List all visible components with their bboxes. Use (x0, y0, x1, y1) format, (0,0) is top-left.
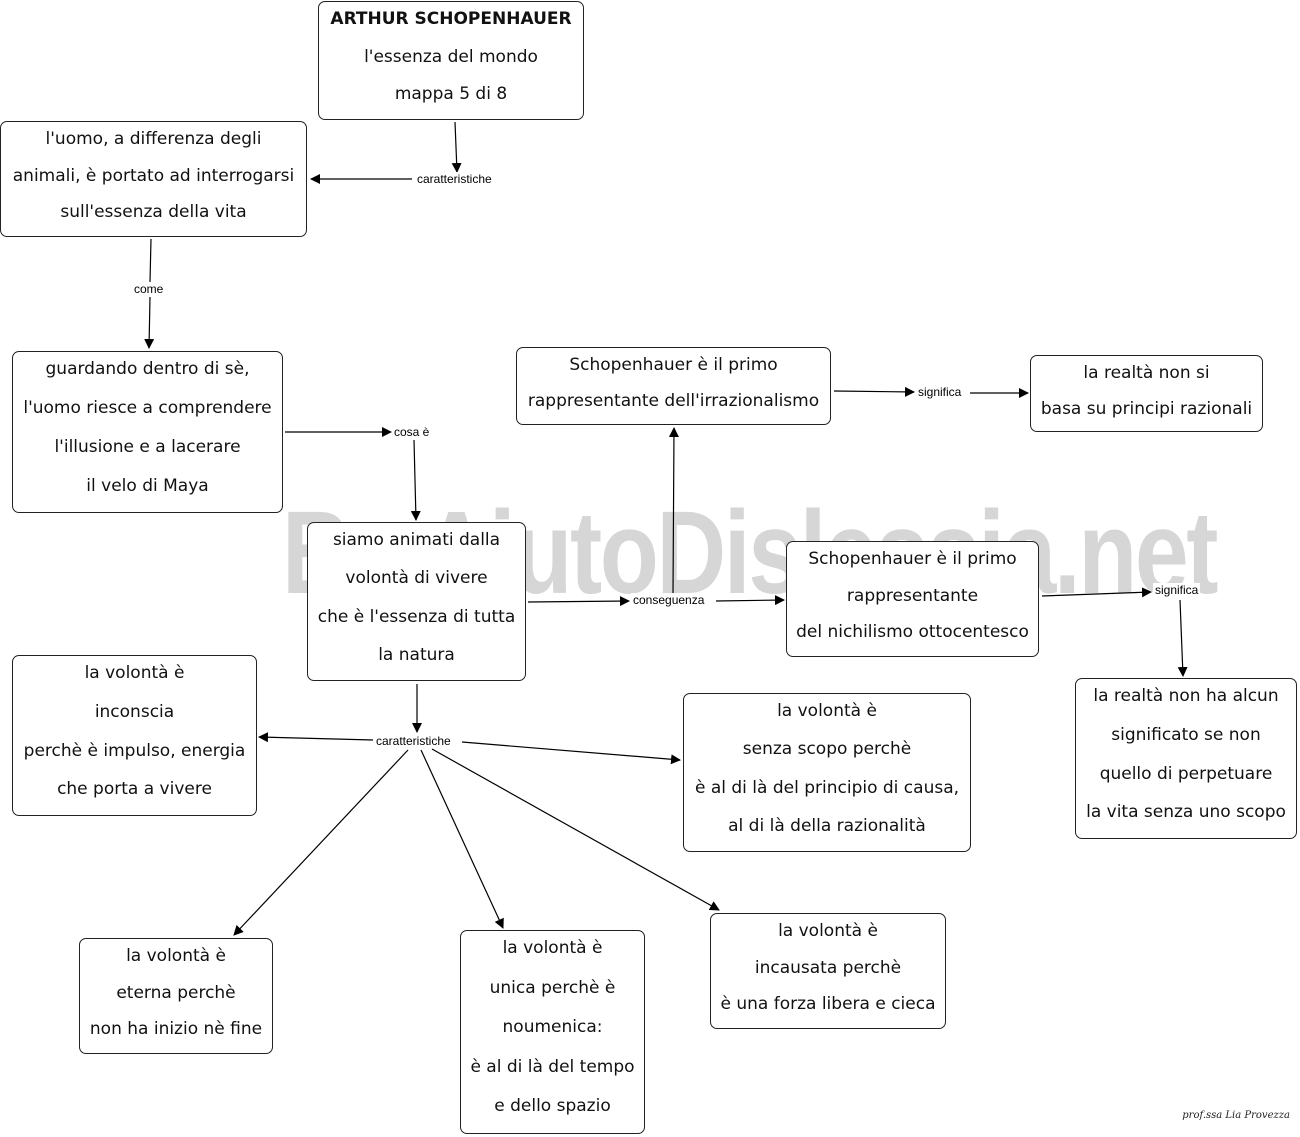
edge-significa-to-realta-significato (1177, 599, 1188, 677)
senza-scopo-node: la volontà è senza scopo perchè è al di … (683, 693, 971, 852)
siamo-line: che è l'essenza di tutta (317, 606, 516, 627)
realta-razionali-line: basa su principi razionali (1040, 398, 1253, 419)
link-label-conseguenza: conseguenza (631, 593, 707, 607)
eterna-line: la volontà è (126, 946, 226, 966)
edge-nichilismo-to-significa (1041, 587, 1152, 598)
title-line: mappa 5 di 8 (394, 84, 508, 105)
guardando-line: l'uomo riesce a comprendere (23, 398, 272, 418)
edge-title-to-caratteristiche (451, 121, 462, 173)
link-label-come: come (132, 282, 166, 296)
edge-caratteristiche-to-eterna (233, 749, 409, 936)
realta-significato-node: la realtà non ha alcun significato se no… (1075, 678, 1297, 839)
edge-irrazionalismo-to-significa (833, 386, 915, 397)
edge-caratteristiche-to-senza-scopo (461, 741, 681, 765)
senza-scopo-line: è al di là del principio di causa, (694, 777, 960, 798)
senza-scopo-line: senza scopo perchè (742, 739, 912, 760)
edge-come-to-guardando (144, 296, 155, 349)
siamo-line: volontà di vivere (345, 568, 488, 589)
edge-caratteristiche-to-incausata (431, 748, 720, 911)
inconscia-line: che porta a vivere (57, 779, 212, 800)
nichilismo-node: Schopenhauer è il primo rappresentante d… (786, 541, 1039, 657)
realta-significato-line: la vita senza uno scopo (1086, 802, 1286, 823)
senza-scopo-line: la volontà è (777, 701, 877, 721)
unica-line: unica perchè è (489, 977, 616, 998)
realta-razionali-line: la realtà non si (1083, 363, 1210, 383)
uomo-line: sull'essenza della vita (60, 202, 247, 223)
incausata-node: la volontà è incausata perchè è una forz… (710, 913, 946, 1029)
incausata-line: è una forza libera e cieca (720, 994, 936, 1015)
edge-conseguenza-to-irrazionalismo (668, 427, 679, 595)
edge-caratteristiche-to-unica (420, 749, 504, 929)
nichilismo-line: rappresentante (846, 585, 979, 606)
eterna-line: eterna perchè (116, 982, 236, 1003)
senza-scopo-line: al di là della razionalità (728, 815, 926, 836)
nichilismo-line: Schopenhauer è il primo (808, 549, 1017, 569)
author-credit: prof.ssa Lia Provezza (1182, 1110, 1290, 1121)
incausata-line: incausata perchè (754, 957, 902, 978)
edge-conseguenza-to-nichilismo (715, 595, 785, 606)
edge-caratteristiche-to-inconscia (258, 732, 374, 743)
siamo-line: siamo animati dalla (332, 530, 501, 550)
title-line: l'essenza del mondo (364, 46, 538, 67)
irrazionalismo-line: Schopenhauer è il primo (569, 355, 778, 375)
eterna-line: non ha inizio nè fine (89, 1019, 263, 1040)
edge-uomo-to-come (149, 238, 152, 283)
link-label-significa: significa (1153, 583, 1201, 597)
siamo-node: siamo animati dalla volontà di vivere ch… (307, 522, 526, 681)
guardando-line: guardando dentro di sè, (45, 359, 250, 379)
inconscia-node: la volontà è inconscia perchè è impulso,… (12, 655, 257, 816)
realta-significato-line: la realtà non ha alcun (1093, 686, 1279, 706)
irrazionalismo-node: Schopenhauer è il primo rappresentante d… (516, 347, 831, 425)
inconscia-line: inconscia (94, 701, 175, 722)
guardando-line: il velo di Maya (86, 476, 209, 496)
eterna-node: la volontà è eterna perchè non ha inizio… (79, 938, 273, 1054)
realta-significato-line: significato se non (1111, 724, 1261, 745)
realta-razionali-node: la realtà non si basa su principi razion… (1030, 355, 1263, 432)
unica-line: la volontà è (502, 938, 603, 958)
unica-line: noumenica: (502, 1017, 603, 1038)
edge-cosa-e-to-siamo (410, 439, 421, 521)
uomo-line: l'uomo, a differenza degli (45, 129, 262, 149)
nichilismo-line: del nichilismo ottocentesco (796, 622, 1029, 643)
link-label-caratteristiche: caratteristiche (415, 172, 494, 186)
link-label-cosa-e: cosa è (392, 425, 432, 439)
link-label-caratteristiche: caratteristiche (374, 734, 453, 748)
link-label-significa: significa (916, 385, 964, 399)
irrazionalismo-line: rappresentante dell'irrazionalismo (527, 391, 820, 411)
uomo-line: animali, è portato ad interrogarsi (12, 165, 295, 186)
guardando-line: l'illusione e a lacerare (54, 437, 241, 457)
guardando-node: guardando dentro di sè, l'uomo riesce a … (12, 351, 283, 513)
unica-line: e dello spazio (494, 1096, 611, 1117)
edge-siamo-to-conseguenza (527, 596, 630, 607)
title-heading: ARTHUR SCHOPENHAUER (330, 9, 572, 29)
inconscia-line: perchè è impulso, energia (23, 740, 246, 761)
incausata-line: la volontà è (778, 921, 878, 941)
unica-node: la volontà è unica perchè è noumenica: è… (460, 930, 645, 1134)
uomo-node: l'uomo, a differenza degli animali, è po… (0, 121, 307, 237)
siamo-line: la natura (378, 644, 455, 665)
title-node: ARTHUR SCHOPENHAUER l'essenza del mondo … (318, 1, 584, 120)
inconscia-line: la volontà è (84, 663, 185, 683)
unica-line: è al di là del tempo (470, 1056, 635, 1077)
realta-significato-line: quello di perpetuare (1099, 763, 1273, 784)
